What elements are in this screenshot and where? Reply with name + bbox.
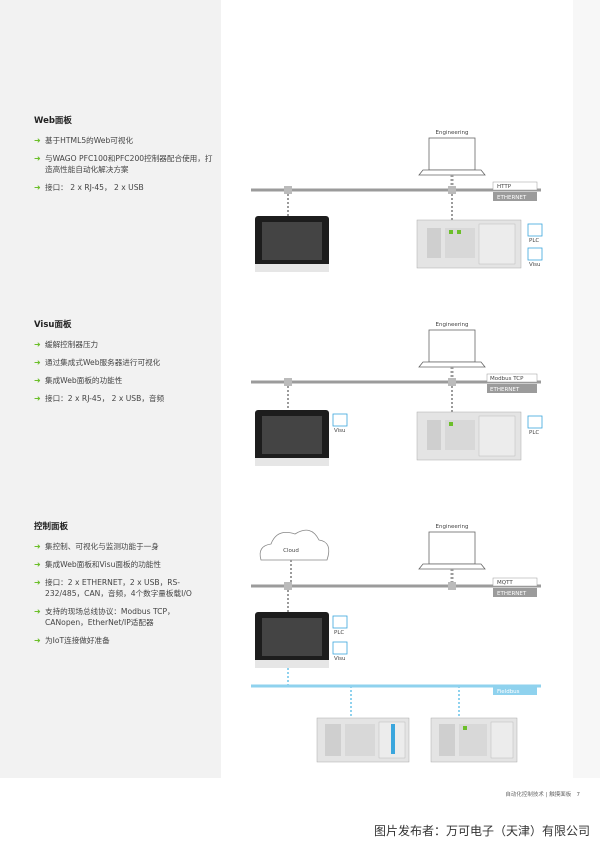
bus-node: [284, 582, 292, 590]
visu-panel-device: [255, 410, 329, 466]
diagram-control-panel: Cloud Engineering MQTT ETHERNET PLC Visu: [221, 516, 573, 771]
network-label: ETHERNET: [490, 387, 520, 393]
page-edge: [573, 0, 600, 778]
cloud-icon: [259, 529, 330, 561]
bullet-item: ➜为IoT连接做好准备: [34, 636, 110, 645]
plc-controller-device: [416, 386, 522, 461]
bullet-item: ➜接口：2 x RJ-45， 2 x USB，音频: [34, 394, 165, 403]
arrow-right-icon: ➜: [34, 154, 41, 163]
bus-node: [284, 186, 292, 194]
protocol-box: [492, 181, 538, 191]
protocol-box: [486, 373, 538, 383]
plc-controller-device: [416, 194, 522, 269]
plc-icon: [527, 223, 543, 237]
section-visu-panel: Visu面板 ➜缓解控制器压力 ➜通过集成式Web服务器进行可视化 ➜集成Web…: [34, 318, 214, 411]
plc-icon: [527, 415, 543, 429]
diagram-visu-panel: Engineering Modbus TCP ETHERNET Visu: [221, 316, 573, 476]
arrow-right-icon: ➜: [34, 636, 41, 645]
bullet-list: ➜基于HTML5的Web可视化 ➜与WAGO PFC100和PFC200控制器配…: [34, 135, 214, 193]
section-control-panel: 控制面板 ➜集控制、可视化与监测功能于一身 ➜集成Web面板和Visu面板的功能…: [34, 520, 214, 653]
network-box: [487, 384, 537, 393]
icon-label: PLC: [529, 430, 539, 436]
engineering-label: Engineering: [436, 322, 469, 328]
web-panel-device: [255, 216, 329, 272]
bullet-item: ➜支持的现场总线协议：Modbus TCP，CANopen，EtherNet/I…: [34, 607, 175, 627]
control-panel-device: [255, 612, 329, 668]
network-box: [493, 588, 537, 597]
visu-icon: [332, 413, 348, 427]
page-footer: 自动化控制技术 | 触摸面板 7: [400, 790, 580, 798]
icon-label: Visu: [334, 428, 346, 434]
bullet-item: ➜与WAGO PFC100和PFC200控制器配合使用，打造高性能自动化解决方案: [34, 154, 213, 174]
cloud-label: Cloud: [283, 548, 299, 554]
protocol-box: [492, 577, 538, 587]
bus-node: [448, 582, 456, 590]
bus-node: [284, 378, 292, 386]
section-title: Web面板: [34, 116, 72, 126]
section-web-panel: Web面板 ➜基于HTML5的Web可视化 ➜与WAGO PFC100和PFC2…: [34, 114, 214, 200]
icon-label: Visu: [334, 656, 346, 662]
bullet-item: ➜集成Web面板和Visu面板的功能性: [34, 560, 161, 569]
icon-label: PLC: [334, 630, 344, 636]
arrow-right-icon: ➜: [34, 394, 41, 403]
bullet-item: ➜接口：2 x ETHERNET，2 x USB，RS-232/485，CAN，…: [34, 578, 192, 598]
bullet-list: ➜缓解控制器压力 ➜通过集成式Web服务器进行可视化 ➜集成Web面板的功能性 …: [34, 339, 214, 404]
section-title: Visu面板: [34, 320, 72, 330]
io-module-device: [316, 717, 410, 763]
left-column: [0, 0, 221, 778]
bullet-item: ➜基于HTML5的Web可视化: [34, 136, 134, 145]
image-credit: 图片发布者：万可电子（天津）有限公司: [373, 824, 590, 838]
laptop-icon: [418, 329, 486, 368]
page-number: 7: [576, 792, 581, 798]
bullet-item: ➜集成Web面板的功能性: [34, 376, 123, 385]
footer-text: 自动化控制技术 | 触摸面板: [505, 792, 572, 798]
bullet-item: ➜通过集成式Web服务器进行可视化: [34, 358, 161, 367]
io-module-device: [430, 717, 518, 763]
diagram-web-panel: Engineering HTTP ETHERNET: [221, 120, 573, 280]
arrow-right-icon: ➜: [34, 136, 41, 145]
bullet-item: ➜集控制、可视化与监测功能于一身: [34, 542, 159, 551]
network-label: ETHERNET: [497, 195, 527, 201]
visu-icon: [332, 641, 348, 655]
fieldbus-box: [493, 686, 537, 695]
arrow-right-icon: ➜: [34, 358, 41, 367]
fieldbus-label: Fieldbus: [497, 689, 520, 695]
protocol-label: Modbus TCP: [490, 376, 524, 382]
visu-icon: [527, 247, 543, 261]
laptop-icon: [418, 137, 486, 176]
arrow-right-icon: ➜: [34, 607, 41, 616]
arrow-right-icon: ➜: [34, 560, 41, 569]
arrow-right-icon: ➜: [34, 376, 41, 385]
icon-label: PLC: [529, 238, 539, 244]
bullet-list: ➜集控制、可视化与监测功能于一身 ➜集成Web面板和Visu面板的功能性 ➜接口…: [34, 541, 214, 646]
protocol-label: MQTT: [497, 580, 513, 586]
network-box: [493, 192, 537, 201]
bus-node: [448, 378, 456, 386]
icon-label: Visu: [529, 262, 541, 268]
plc-icon: [332, 615, 348, 629]
bus-node: [448, 186, 456, 194]
arrow-right-icon: ➜: [34, 578, 41, 587]
arrow-right-icon: ➜: [34, 183, 41, 192]
laptop-icon: [418, 531, 486, 570]
protocol-label: HTTP: [497, 184, 512, 190]
arrow-right-icon: ➜: [34, 542, 41, 551]
network-label: ETHERNET: [497, 591, 527, 597]
bullet-item: ➜缓解控制器压力: [34, 340, 99, 349]
section-title: 控制面板: [34, 522, 69, 532]
engineering-label: Engineering: [436, 524, 469, 530]
arrow-right-icon: ➜: [34, 340, 41, 349]
engineering-label: Engineering: [436, 130, 469, 136]
bullet-item: ➜接口： 2 x RJ-45， 2 x USB: [34, 183, 144, 192]
